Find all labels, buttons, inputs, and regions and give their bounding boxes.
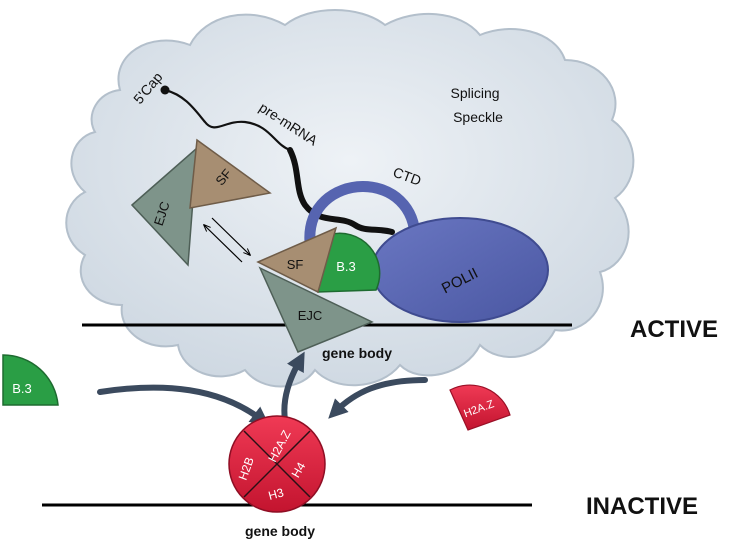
free-complex bbox=[130, 138, 272, 267]
h2az-free-shape bbox=[449, 384, 511, 431]
ejc-top-label: EJC bbox=[151, 200, 173, 228]
pol-ii bbox=[371, 217, 549, 323]
bound-complex bbox=[256, 226, 381, 353]
b3-free-label: B.3 bbox=[12, 381, 32, 396]
gene-body-inactive-label: gene body bbox=[245, 523, 315, 539]
ejc-triangle-bottom bbox=[258, 266, 374, 353]
inactive-label: INACTIVE bbox=[586, 493, 698, 520]
b3-bound-label: B.3 bbox=[336, 259, 356, 274]
gene-body-active-label: gene body bbox=[322, 345, 392, 361]
exchange-double-arrow bbox=[204, 217, 250, 263]
sf-triangle-bottom bbox=[256, 226, 338, 294]
speckle-label-line1: Splicing bbox=[450, 85, 499, 101]
nucleosome bbox=[228, 415, 326, 513]
nucleosome-h3-label: H3 bbox=[267, 485, 286, 503]
b3-bound-shape bbox=[317, 232, 381, 293]
active-label: ACTIVE bbox=[630, 316, 718, 343]
speckle-label-line2: Speckle bbox=[453, 109, 503, 125]
sf-bottom-label: SF bbox=[287, 257, 304, 272]
ctd-arc bbox=[304, 181, 421, 251]
nucleosome-h4-label: H4 bbox=[289, 460, 309, 481]
arrow-b3-to-nucleosome bbox=[97, 384, 270, 426]
cap-dot bbox=[160, 85, 170, 95]
arrow-nucleosome-to-active bbox=[281, 351, 305, 423]
sf-triangle-top bbox=[189, 138, 272, 209]
ejc-bottom-label: EJC bbox=[298, 308, 323, 323]
b3-free-shape bbox=[2, 354, 59, 406]
pre-mrna-strand bbox=[160, 85, 395, 235]
arrow-h2az-to-nucleosome bbox=[328, 377, 428, 419]
